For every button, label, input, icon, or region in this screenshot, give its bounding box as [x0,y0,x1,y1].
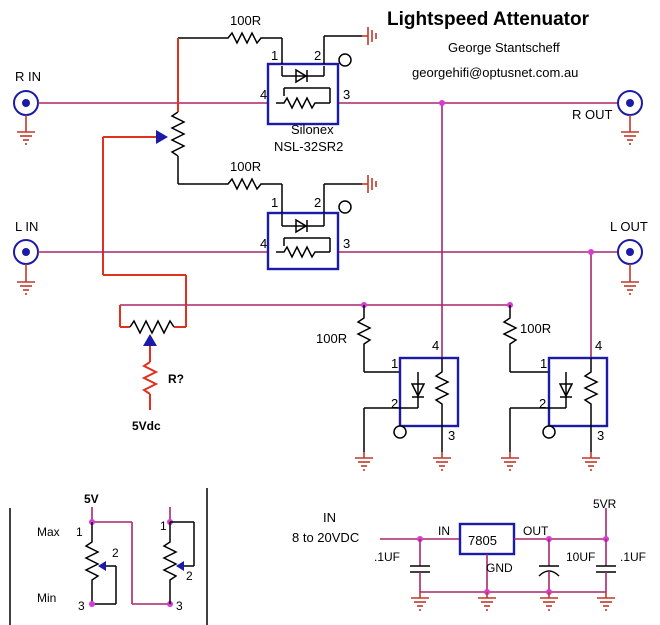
resistor-100r-shunt-2 [502,305,518,372]
resistor-100r-right-label: 100R [230,13,261,28]
schematic-title: Lightspeed Attenuator [387,9,590,30]
pin-in-label: IN [438,524,450,538]
output-5vr-label: 5VR [593,497,617,511]
author-name: George Stantscheff [448,40,560,55]
pin-3-r-series: 3 [343,87,350,102]
resistor-100r-left-label: 100R [230,159,261,174]
shunt-2-led-ground [500,451,520,471]
optocoupler-left-series [266,211,340,271]
inset-pot-a-pin-3: 3 [78,599,85,613]
l-out-ground [620,275,640,295]
l-series-led-ground [361,174,377,194]
supply-5vdc-label: 5Vdc [132,419,161,433]
l-in-label: L IN [15,219,38,234]
optocoupler-right-series [266,62,340,126]
inset-supply-label: 5V [84,492,99,506]
right-channel: R IN R OUT 4 3 1 2 100R S [13,13,643,154]
reg-ground-2 [477,591,497,611]
voltage-regulator-section: IN 8 to 20VDC IN 7805 OUT GND 5VR .1UF 1… [292,497,646,611]
resistor-100r-shunt-2-label: 100R [520,321,551,336]
inset-pot-a-pin-2: 2 [112,546,119,560]
wiper-arrow-icon [98,561,106,571]
resistor-r-unknown [141,361,159,395]
cap-3-label: .1UF [620,550,646,564]
resistor-100r-right [178,31,282,45]
pin-4-l-series: 4 [260,236,267,251]
pin-1-r-series: 1 [271,48,278,63]
wiper-arrow-icon [143,334,157,346]
r-series-led-ground [361,26,377,46]
pin-3-shunt-1: 3 [448,428,455,443]
led-cathode-marker [338,53,352,67]
part-number-label: NSL-32SR2 [274,139,343,154]
pin-gnd-label: GND [486,561,513,575]
cap-1-label: .1UF [374,550,400,564]
lower-potentiometer [129,319,175,335]
reg-ground-3 [539,591,559,611]
regulator-in-range: 8 to 20VDC [292,530,359,545]
pin-1-shunt-2: 1 [540,356,547,371]
inset-pot-a [84,522,100,604]
regulator-in-label: IN [323,510,336,525]
shunt-1-led-ground [354,451,374,471]
r-out-ground [620,125,640,145]
inset-pot-a-pin-1: 1 [76,525,83,539]
led-cathode-marker [338,200,352,214]
r-in-ground [16,125,36,145]
cap-2-label: 10UF [566,550,595,564]
pin-4-shunt-1: 4 [432,338,439,353]
dual-gang-potentiometer [102,111,187,305]
part-maker-label: Silonex [291,122,334,137]
pin-out-label: OUT [523,524,549,538]
pin-2-l-series: 2 [314,195,321,210]
pin-2-shunt-1: 2 [391,396,398,411]
l-out-connector [617,239,643,265]
resistor-100r-shunt-1 [356,305,372,372]
shunt-section: R? 5Vdc 100R 1 2 4 3 100R [119,100,609,471]
r-unknown-label: R? [168,372,184,386]
led-cathode-marker [542,425,556,439]
inset-pot-b-pin-2: 2 [186,569,193,583]
pin-1-l-series: 1 [271,195,278,210]
inset-max-label: Max [37,525,60,539]
resistor-100r-left [178,177,282,191]
pin-1-shunt-1: 1 [391,356,398,371]
regulator-ic-label: 7805 [468,533,497,548]
shunt-1-ldr-ground [432,451,452,471]
pot-wiring-inset: 5V Max Min 2 1 3 2 1 3 [9,488,208,625]
pin-3-l-series: 3 [343,236,350,251]
wiper-arrow-icon [156,130,168,144]
author-email: georgehifi@optusnet.com.au [412,65,578,80]
r-out-connector [617,90,643,116]
inset-pot-b-pin-3: 3 [176,599,183,613]
resistor-100r-shunt-1-label: 100R [316,331,347,346]
reg-ground-1 [410,591,430,611]
r-out-label: R OUT [572,107,613,122]
inset-pot-b [162,522,178,604]
wiper-arrow-icon [176,561,184,571]
pin-3-shunt-2: 3 [597,428,604,443]
l-out-label: L OUT [610,219,648,234]
pin-4-r-series: 4 [260,87,267,102]
left-channel: L IN L OUT 4 3 1 2 100R [13,159,648,295]
optocoupler-shunt-2 [547,356,609,428]
shunt-2-ldr-ground [581,451,601,471]
r-in-label: R IN [15,69,41,84]
r-in-connector [13,90,39,116]
pin-2-r-series: 2 [314,48,321,63]
reg-ground-4 [596,591,616,611]
led-cathode-marker [393,425,407,439]
pin-4-shunt-2: 4 [595,338,602,353]
pin-2-shunt-2: 2 [539,396,546,411]
regulator-ic-7805 [458,522,516,556]
inset-pot-b-pin-1: 1 [160,519,167,533]
optocoupler-shunt-1 [398,356,460,428]
l-in-ground [16,275,36,295]
l-in-connector [13,239,39,265]
inset-min-label: Min [37,591,56,605]
